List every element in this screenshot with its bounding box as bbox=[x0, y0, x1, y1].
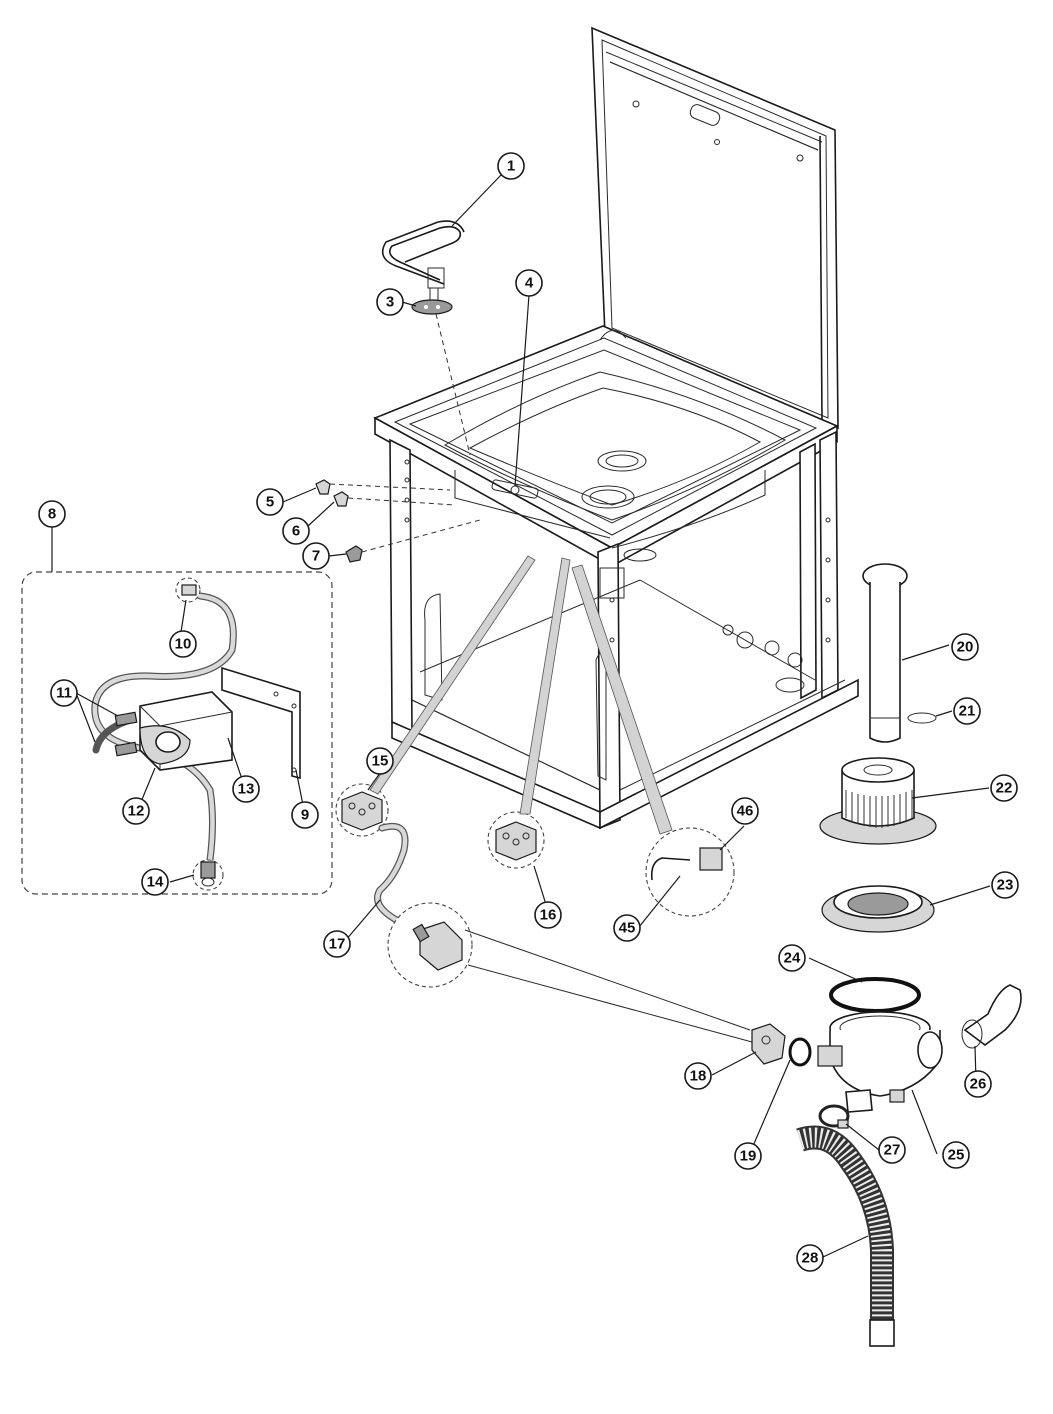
drain-hose bbox=[796, 1125, 895, 1347]
callout-46: 46 bbox=[731, 797, 759, 825]
hose-end-cap bbox=[192, 859, 224, 891]
svg-text:23: 23 bbox=[997, 877, 1014, 894]
callout-17: 17 bbox=[323, 930, 351, 958]
dishwasher-lid bbox=[591, 26, 839, 430]
overflow-pipe bbox=[862, 563, 908, 743]
svg-text:45: 45 bbox=[619, 920, 636, 937]
callout-6: 6 bbox=[282, 517, 310, 545]
o-ring-19 bbox=[788, 1037, 812, 1067]
svg-text:11: 11 bbox=[56, 685, 72, 702]
svg-text:19: 19 bbox=[740, 1148, 757, 1165]
callout-11: 11 bbox=[50, 679, 78, 707]
callout-23: 23 bbox=[991, 871, 1019, 899]
svg-text:46: 46 bbox=[737, 803, 754, 820]
callout-26: 26 bbox=[964, 1070, 992, 1098]
svg-text:13: 13 bbox=[238, 781, 255, 798]
callout-3: 3 bbox=[376, 288, 404, 316]
callout-21: 21 bbox=[953, 697, 981, 725]
svg-text:5: 5 bbox=[266, 494, 274, 511]
svg-text:16: 16 bbox=[540, 907, 557, 924]
svg-text:7: 7 bbox=[312, 548, 320, 565]
svg-text:4: 4 bbox=[525, 275, 534, 292]
heating-element bbox=[381, 220, 465, 300]
callout-28: 28 bbox=[796, 1244, 824, 1272]
thermostat-clip bbox=[315, 479, 331, 495]
gasket bbox=[411, 299, 453, 315]
svg-text:1: 1 bbox=[507, 158, 515, 175]
svg-text:26: 26 bbox=[970, 1076, 987, 1093]
callout-12: 12 bbox=[122, 797, 150, 825]
svg-text:9: 9 bbox=[301, 807, 309, 824]
svg-text:25: 25 bbox=[948, 1147, 965, 1164]
callout-8: 8 bbox=[38, 500, 66, 528]
sump-housing bbox=[817, 1011, 943, 1113]
callout-45: 45 bbox=[613, 914, 641, 942]
callout-4: 4 bbox=[515, 269, 543, 297]
drain-pump bbox=[114, 691, 233, 771]
pressure-hose bbox=[374, 822, 424, 939]
callout-27: 27 bbox=[878, 1136, 906, 1164]
drain-pump-group-box bbox=[21, 571, 333, 895]
level-sensor-detail bbox=[645, 827, 735, 917]
filter-ring bbox=[821, 885, 935, 933]
callout-10: 10 bbox=[169, 630, 197, 658]
callout-15: 15 bbox=[366, 747, 394, 775]
svg-text:15: 15 bbox=[372, 753, 389, 770]
callout-22: 22 bbox=[990, 774, 1018, 802]
filter-basket bbox=[819, 757, 937, 845]
leader-lines bbox=[75, 174, 991, 1258]
callout-5: 5 bbox=[256, 488, 284, 516]
svg-text:22: 22 bbox=[996, 780, 1013, 797]
drain-plug bbox=[751, 1023, 786, 1065]
hose-clamp bbox=[818, 1104, 850, 1129]
safety-thermostat bbox=[333, 491, 349, 507]
svg-text:6: 6 bbox=[292, 523, 300, 540]
callout-14: 14 bbox=[141, 868, 169, 896]
hose-connector-top bbox=[175, 577, 201, 603]
svg-text:28: 28 bbox=[802, 1250, 819, 1267]
callout-7: 7 bbox=[302, 542, 330, 570]
mounting-bracket bbox=[221, 666, 301, 780]
svg-text:8: 8 bbox=[48, 506, 56, 523]
o-ring-21 bbox=[907, 712, 937, 724]
callout-18: 18 bbox=[684, 1062, 712, 1090]
sump-gasket bbox=[829, 977, 921, 1013]
svg-text:20: 20 bbox=[957, 639, 974, 656]
callout-1: 1 bbox=[497, 152, 525, 180]
elbow-connector bbox=[961, 984, 1022, 1049]
pressure-switch-detail-15 bbox=[335, 783, 389, 837]
callout-19: 19 bbox=[734, 1142, 762, 1170]
svg-text:18: 18 bbox=[690, 1068, 707, 1085]
svg-text:17: 17 bbox=[329, 936, 346, 953]
callout-25: 25 bbox=[942, 1141, 970, 1169]
pressure-chamber-detail bbox=[387, 902, 473, 988]
callout-9: 9 bbox=[291, 801, 319, 829]
svg-text:3: 3 bbox=[386, 294, 394, 311]
svg-text:12: 12 bbox=[128, 803, 145, 820]
pressure-switch-detail-16 bbox=[487, 811, 545, 869]
svg-text:27: 27 bbox=[884, 1142, 901, 1159]
svg-text:21: 21 bbox=[959, 703, 976, 720]
svg-text:24: 24 bbox=[784, 950, 801, 967]
callout-13: 13 bbox=[232, 775, 260, 803]
callout-20: 20 bbox=[951, 633, 979, 661]
callout-24: 24 bbox=[778, 944, 806, 972]
temperature-sensor bbox=[345, 545, 363, 563]
cabinet-frame bbox=[374, 416, 859, 830]
callout-16: 16 bbox=[534, 901, 562, 929]
svg-text:10: 10 bbox=[175, 636, 192, 653]
svg-text:14: 14 bbox=[147, 874, 164, 891]
